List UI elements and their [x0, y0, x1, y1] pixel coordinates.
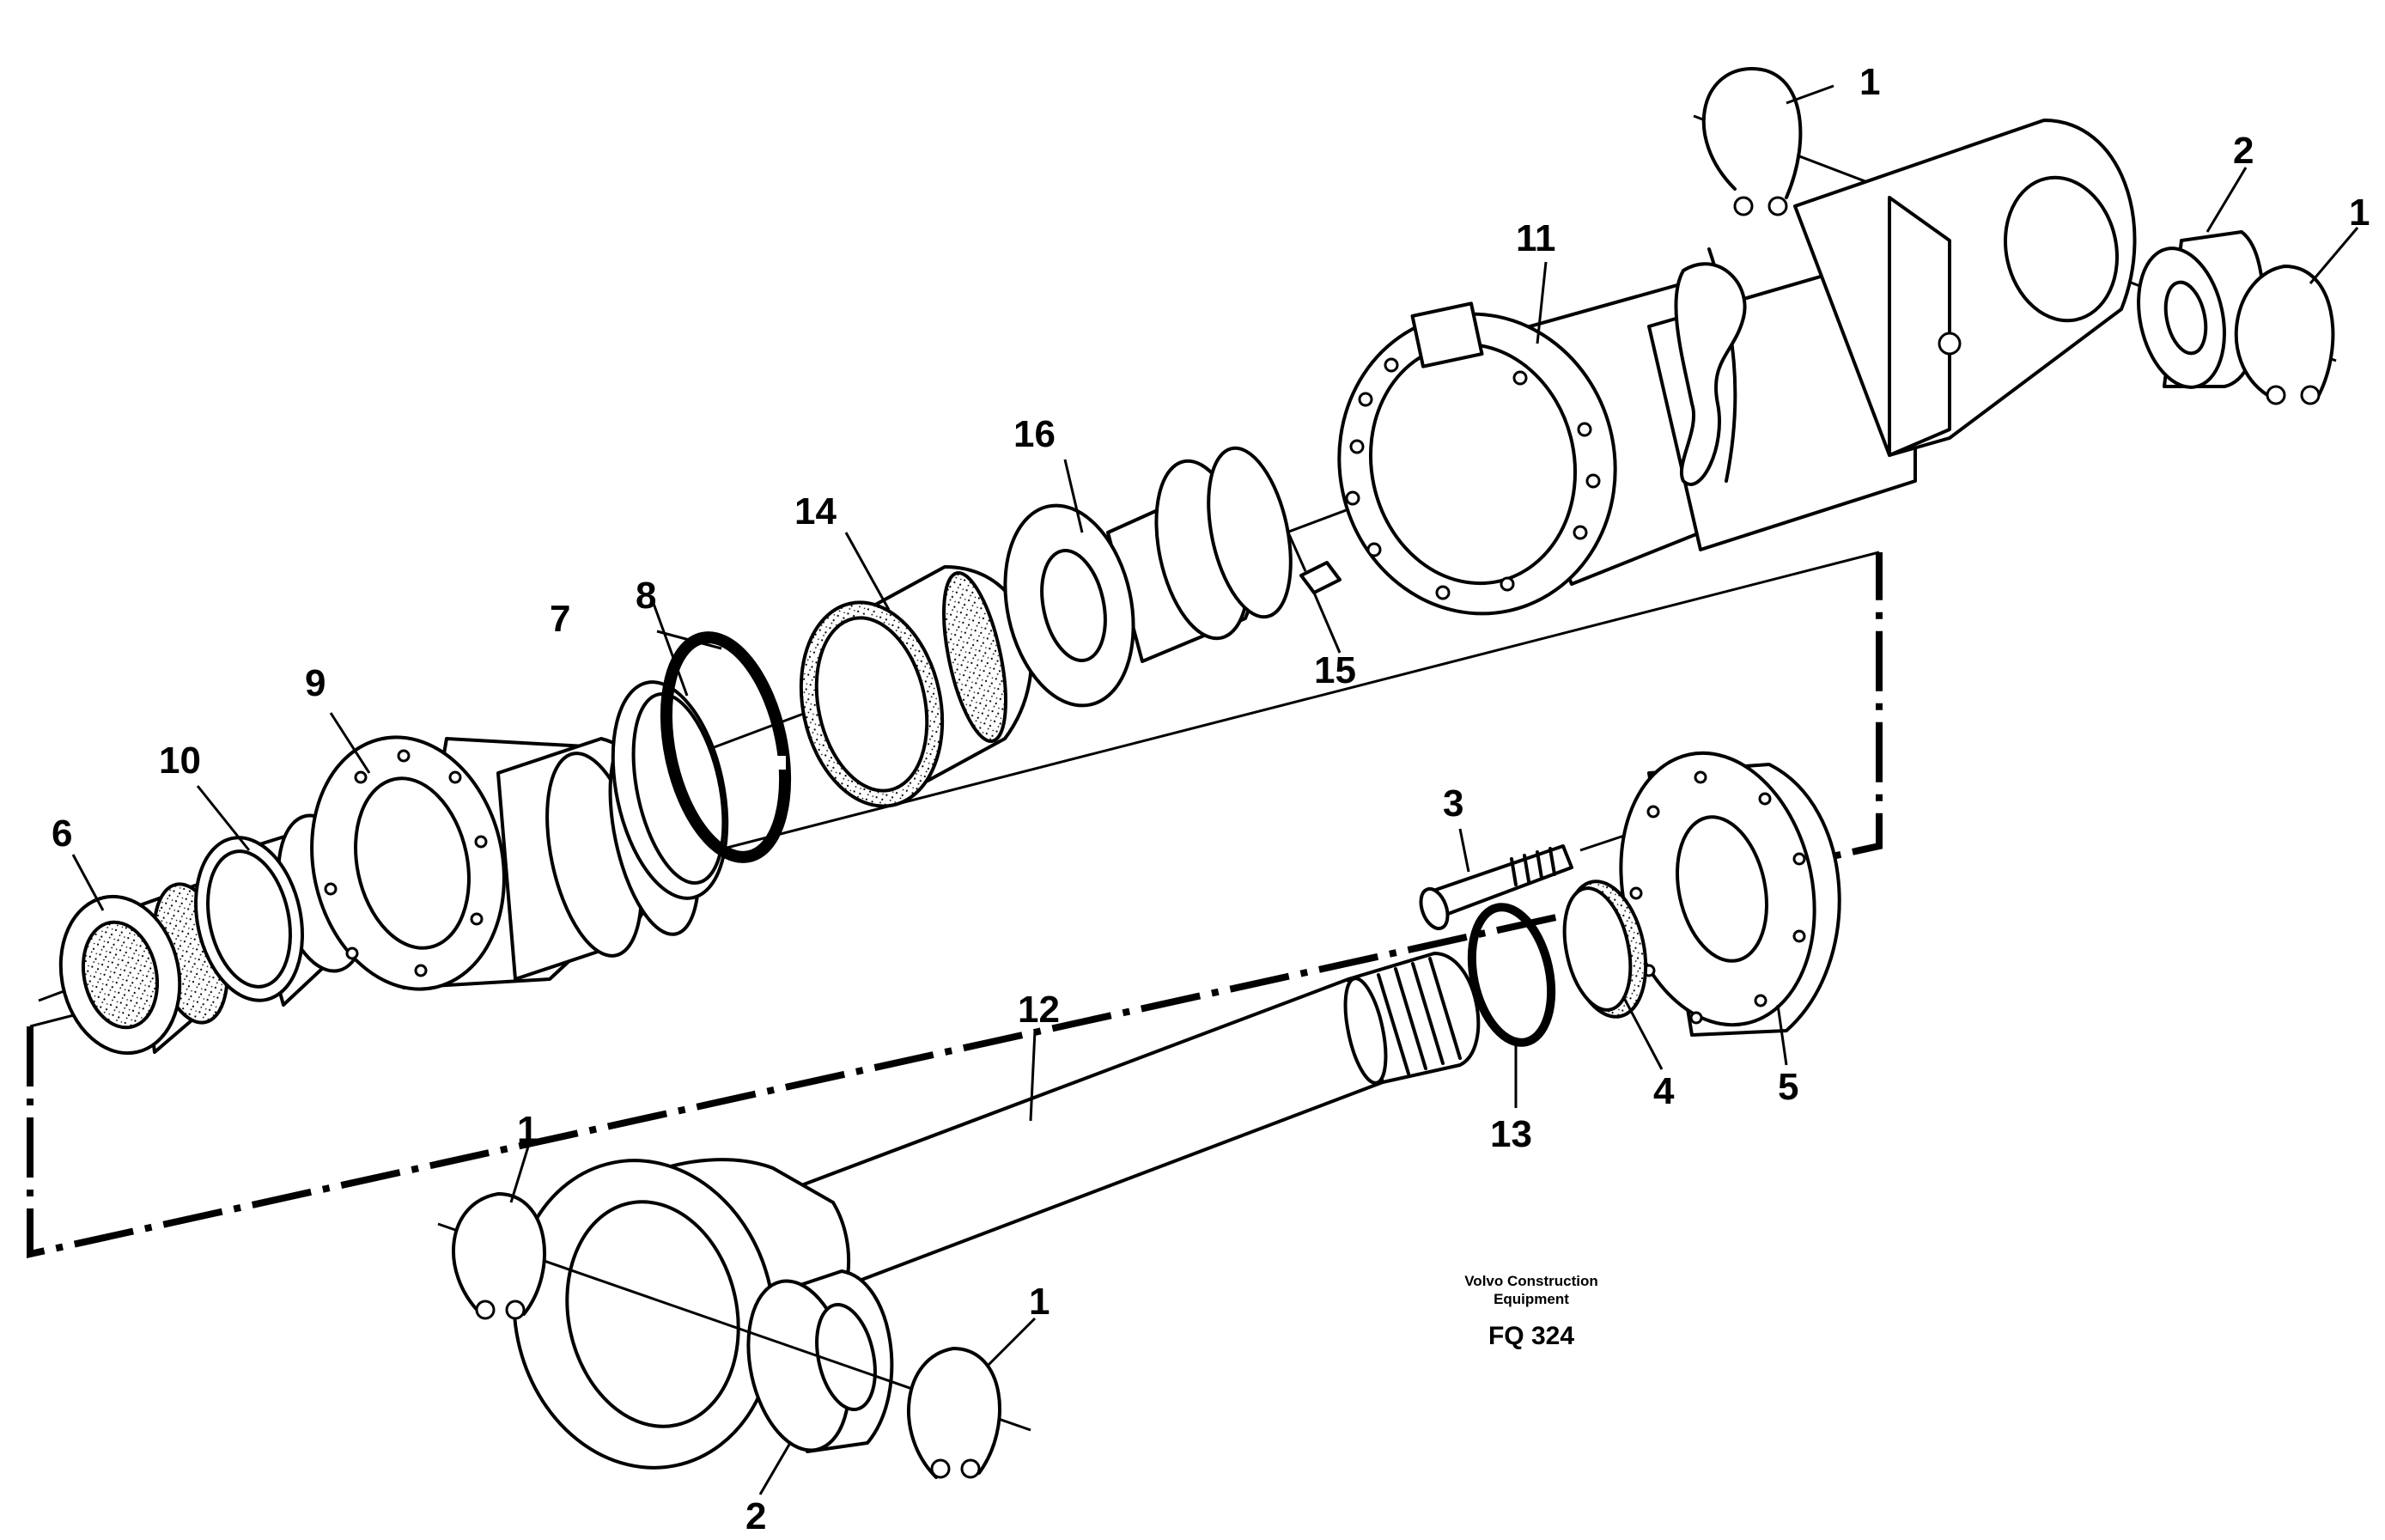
callout-11: 11 — [1516, 217, 1556, 259]
callout-1-bottom-left: 1 — [517, 1109, 538, 1151]
part-6-guide-ring — [58, 882, 229, 1056]
part-4-wiper — [1562, 880, 1648, 1019]
callout-labels: 1 2 1 11 16 14 8 7 15 9 10 6 3 12 4 5 13… — [52, 61, 2370, 1537]
part-11-cylinder-barrel — [1337, 119, 2137, 616]
part-3-bolt — [1419, 831, 1633, 931]
callout-15: 15 — [1314, 649, 1356, 691]
callout-9: 9 — [305, 662, 326, 704]
drawing-caption: Volvo Construction Equipment FQ 324 — [1464, 1273, 1598, 1350]
callout-10: 10 — [159, 740, 201, 782]
leader-lines — [71, 84, 2359, 1495]
callout-2-top: 2 — [2233, 130, 2254, 172]
part-14-piston — [799, 565, 1033, 808]
part-15-grease-nipple — [1287, 532, 1342, 594]
part-1-snap-ring-bottom-left — [452, 1192, 546, 1320]
callout-1-bottom-right: 1 — [1029, 1281, 1050, 1323]
callout-2-bottom: 2 — [745, 1495, 766, 1537]
part-9-cylinder-head — [310, 730, 701, 991]
caption-company-line2: Equipment — [1494, 1291, 1569, 1307]
callout-6: 6 — [52, 813, 72, 855]
part-8-o-ring — [660, 631, 792, 863]
callout-4: 4 — [1653, 1070, 1675, 1112]
callout-5: 5 — [1778, 1066, 1798, 1108]
callout-16: 16 — [1013, 413, 1056, 455]
part-5-gland-flange — [1619, 751, 1841, 1037]
callout-3: 3 — [1443, 782, 1463, 825]
callout-1-right: 1 — [2349, 192, 2370, 234]
caption-company: Volvo Construction — [1464, 1273, 1598, 1289]
callout-8: 8 — [636, 575, 656, 617]
callout-13: 13 — [1490, 1113, 1532, 1155]
part-16-spacer — [1003, 446, 1293, 708]
callout-1-top: 1 — [1859, 61, 1880, 103]
part-1-snap-ring-right — [2234, 265, 2335, 405]
callout-12: 12 — [1018, 989, 1060, 1031]
part-1-snap-ring-top — [1701, 67, 1803, 216]
part-2-eye-bushing-bottom — [437, 1222, 1031, 1453]
part-13-o-ring — [1467, 903, 1556, 1047]
callout-14: 14 — [794, 490, 837, 533]
caption-drawing-code: FQ 324 — [1488, 1322, 1574, 1350]
part-1-snap-ring-bottom-right — [907, 1347, 1001, 1479]
callout-7: 7 — [550, 598, 570, 640]
